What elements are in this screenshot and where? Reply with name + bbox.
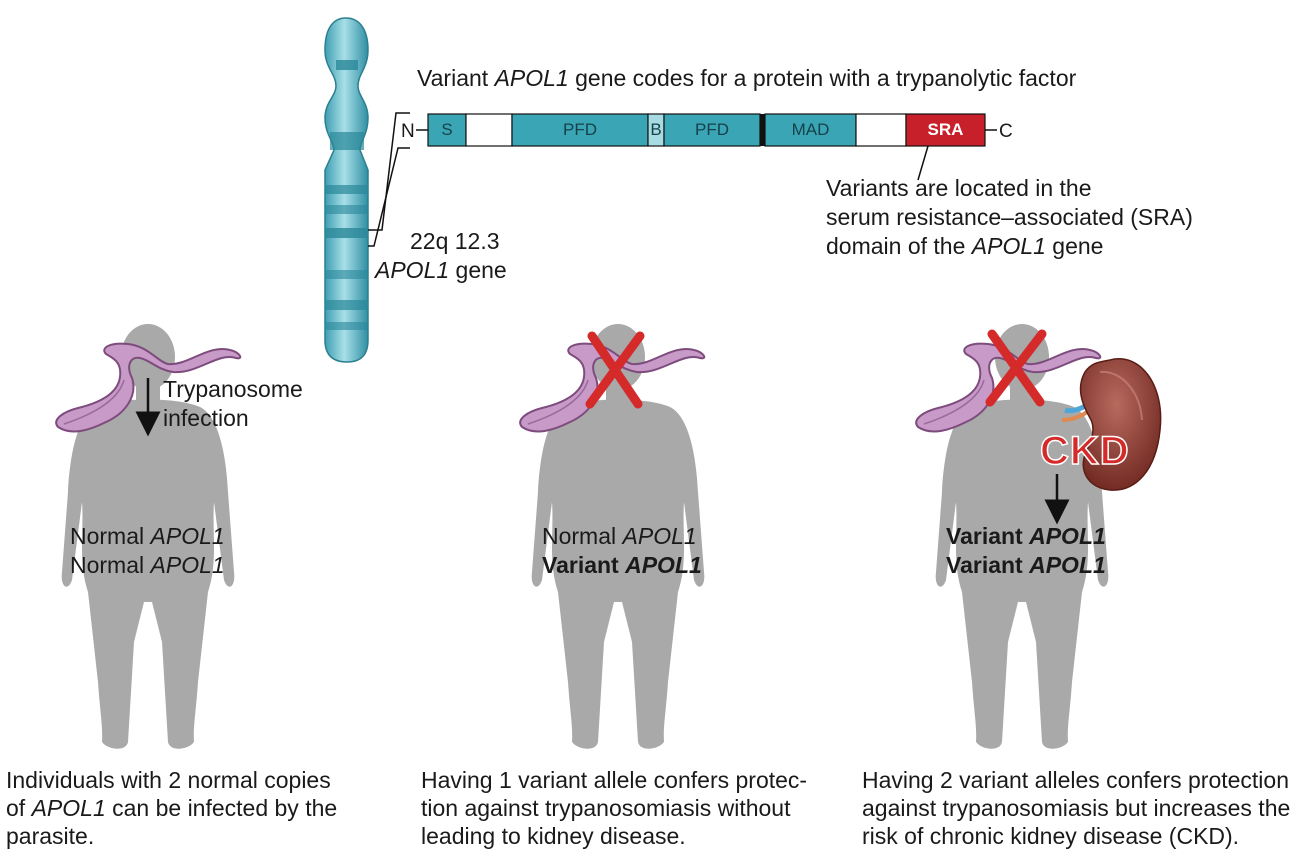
panel-3-allele-2: Variant APOL1 <box>946 552 1106 578</box>
sra-note-line-1: Variants are located in the <box>826 175 1092 201</box>
title-gene: APOL1 <box>494 65 569 91</box>
c-terminus-label: C <box>999 121 1013 142</box>
panel-2-caption-line-3: leading to kidney disease. <box>421 823 686 849</box>
segment-label-s: S <box>441 120 453 139</box>
infection-label-line-2: infection <box>163 405 249 431</box>
panel-1-allele-1: Normal APOL1 <box>70 523 225 549</box>
panel-1-caption-line-3: parasite. <box>6 823 95 849</box>
locus-gene: APOL1 gene <box>375 257 507 283</box>
panel-1-caption-line-1: Individuals with 2 normal copies <box>6 767 331 793</box>
panel-3-caption-line-1: Having 2 variant alleles confers protect… <box>862 767 1290 793</box>
chromosome <box>324 17 369 363</box>
panel-3-caption-line-3: risk of chronic kidney disease (CKD). <box>862 823 1240 849</box>
locus-band: 22q 12.3 <box>410 228 500 254</box>
panel-2-caption-line-2: tion against trypanosomiasis without <box>421 795 791 821</box>
segment-gap-1 <box>465 113 513 147</box>
kidney-icon <box>1061 358 1162 491</box>
zoom-lines <box>368 112 410 247</box>
title-before: Variant <box>417 65 495 91</box>
panel-3-allele-1: Variant APOL1 <box>946 523 1106 549</box>
panel-2-allele-1: Normal APOL1 <box>542 523 697 549</box>
panel-2-caption-line-1: Having 1 variant allele confers protec- <box>421 767 808 793</box>
protein-bar <box>416 113 997 181</box>
segment-label-mad: MAD <box>791 120 830 139</box>
segment-label-b: B <box>650 120 662 139</box>
sra-note-line-3: domain of the APOL1 gene <box>826 233 1104 259</box>
segment-s <box>427 113 467 147</box>
panel-1-caption-line-2: of APOL1 can be infected by the <box>6 795 338 821</box>
ckd-badge: CKD <box>1039 428 1130 474</box>
cross-mark-1 <box>585 331 645 409</box>
segment-gap-2 <box>855 113 907 147</box>
segment-label-pfd-1: PFD <box>563 120 597 139</box>
panel-3-caption: Having 2 variant alleles confers protect… <box>862 766 1290 850</box>
diagram-title: Variant APOL1 gene codes for a protein w… <box>417 64 1076 93</box>
n-terminus-label: N <box>401 121 415 142</box>
sra-note-line-2: serum resistance–associated (SRA) <box>826 204 1193 230</box>
panel-1-caption: Individuals with 2 normal copies of APOL… <box>6 766 337 850</box>
segment-sra <box>905 113 986 147</box>
panel-2-caption: Having 1 variant allele confers protec- … <box>421 766 807 850</box>
infection-label-line-1: Trypanosome <box>163 376 303 402</box>
segment-label-pfd-2: PFD <box>695 120 729 139</box>
cross-mark-2 <box>985 329 1047 407</box>
panel-3-caption-line-2: against trypanosomiasis but increases th… <box>862 795 1290 821</box>
panel-2-allele-2: Variant APOL1 <box>542 552 702 578</box>
panel-1-allele-2: Normal APOL1 <box>70 552 225 578</box>
segment-divider <box>760 114 765 146</box>
title-after: gene codes for a protein with a trypanol… <box>568 65 1077 91</box>
segment-label-sra: SRA <box>927 120 964 139</box>
